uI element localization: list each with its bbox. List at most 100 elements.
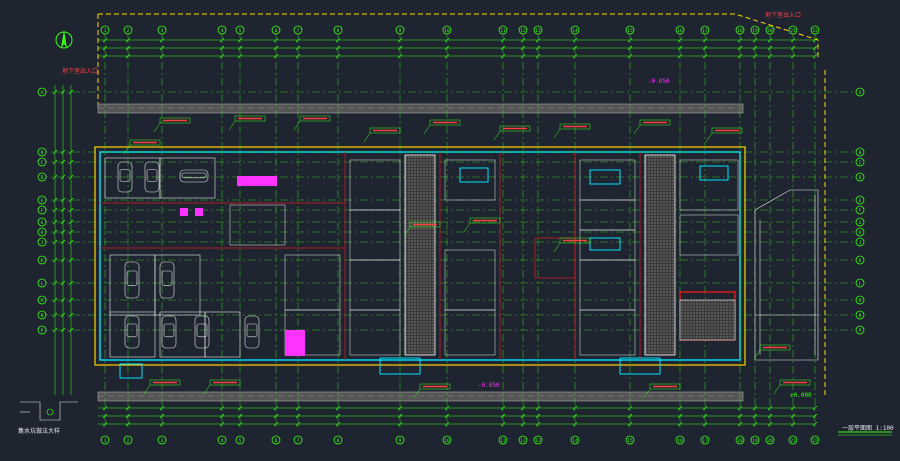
column-axis-bubble: 5: [235, 25, 245, 35]
column-axis-bubble: 9: [395, 435, 405, 445]
row-axis-bubble: D: [855, 172, 865, 182]
svg-text:14: 14: [572, 28, 578, 34]
svg-text:F: F: [859, 208, 862, 214]
row-axis-bubble: A: [855, 87, 865, 97]
column-axis-bubble: 2: [123, 435, 133, 445]
svg-text:3: 3: [161, 28, 164, 34]
svg-text:P: P: [41, 328, 44, 334]
annotation-tag: [705, 127, 743, 143]
annotation-tag: [643, 383, 681, 399]
column-axis-bubble: 21: [788, 435, 798, 445]
svg-text:17: 17: [702, 28, 708, 34]
column-axis-bubble: 3: [157, 435, 167, 445]
svg-text:C: C: [41, 160, 44, 166]
annotation-tag: [423, 119, 461, 135]
svg-text:15: 15: [627, 438, 633, 444]
car-icon: [117, 161, 133, 193]
svg-text:1: 1: [104, 28, 107, 34]
column-axis-bubble: 15: [625, 25, 635, 35]
svg-text:10: 10: [444, 438, 450, 444]
svg-text:20: 20: [767, 438, 773, 444]
svg-text:7: 7: [297, 438, 300, 444]
svg-text:18: 18: [737, 28, 743, 34]
row-axis-bubble: J: [37, 237, 47, 247]
row-axis-bubble: C: [855, 157, 865, 167]
column-axis-bubble: 16: [675, 435, 685, 445]
svg-text:22: 22: [812, 438, 818, 444]
row-axis-bubble: F: [37, 205, 47, 215]
row-axis-bubble: E: [855, 195, 865, 205]
svg-text:6: 6: [275, 28, 278, 34]
svg-text:17: 17: [702, 438, 708, 444]
row-axis-bubble: H: [855, 227, 865, 237]
column-axis-bubble: 19: [750, 25, 760, 35]
svg-text:12: 12: [520, 438, 526, 444]
right-level-mark: ±0.000: [790, 392, 812, 399]
svg-text:2: 2: [127, 438, 130, 444]
annotation-tag: [203, 379, 241, 395]
bottom-level-mark: -0.050: [478, 382, 500, 389]
column-axis-bubble: 18: [735, 435, 745, 445]
svg-text:11: 11: [500, 28, 506, 34]
svg-text:4: 4: [221, 438, 224, 444]
svg-text:21: 21: [790, 28, 796, 34]
svg-text:H: H: [859, 230, 862, 236]
north-arrow-icon: [55, 30, 73, 49]
svg-text:M: M: [41, 298, 44, 304]
row-axis-bubble: A: [37, 87, 47, 97]
svg-text:L: L: [41, 281, 44, 287]
svg-text:15: 15: [627, 28, 633, 34]
column-axis-bubble: 21: [788, 25, 798, 35]
annotation-tag: [228, 115, 266, 131]
detail-title: 集水坑做法大样: [18, 428, 61, 435]
svg-text:J: J: [41, 240, 44, 246]
annotation-tag: [293, 115, 331, 131]
title-block: 一层平面图 1:100: [842, 425, 894, 432]
column-axis-bubble: 22: [810, 25, 820, 35]
car-icon: [124, 261, 140, 299]
svg-text:9: 9: [399, 438, 402, 444]
row-axis-bubble: P: [37, 325, 47, 335]
annotation-tag: [553, 237, 591, 253]
column-axis-bubble: 17: [700, 435, 710, 445]
left-note: 地下室出入口: [62, 68, 99, 75]
column-axis-bubble: 14: [570, 435, 580, 445]
ramp-stair-right: [754, 189, 819, 361]
column-axis-bubble: 4: [217, 25, 227, 35]
column-axis-bubble: 5: [235, 435, 245, 445]
svg-text:B: B: [41, 150, 44, 156]
top-level-mark: -0.050: [648, 78, 670, 85]
column-axis-bubble: 13: [533, 25, 543, 35]
annotation-tag: [633, 119, 671, 135]
row-axis-bubble: P: [855, 325, 865, 335]
svg-text:22: 22: [812, 28, 818, 34]
car-icon: [244, 315, 260, 349]
annotation-tag: [413, 383, 451, 399]
row-axis-bubble: L: [37, 278, 47, 288]
svg-text:K: K: [41, 258, 44, 264]
annotation-tag: [463, 217, 501, 233]
row-axis-bubble: G: [855, 217, 865, 227]
svg-text:N: N: [859, 313, 862, 319]
svg-text:5: 5: [239, 28, 242, 34]
svg-text:10: 10: [444, 28, 450, 34]
svg-text:7: 7: [297, 28, 300, 34]
svg-text:19: 19: [752, 28, 758, 34]
column-axis-bubble: 20: [765, 435, 775, 445]
svg-text:11: 11: [500, 438, 506, 444]
row-axis-bubble: K: [855, 255, 865, 265]
column-axis-bubble: 12: [518, 25, 528, 35]
column-axis-bubble: 19: [750, 435, 760, 445]
site-boundary: [97, 13, 819, 108]
column-axis-bubble: 8: [333, 25, 343, 35]
svg-text:D: D: [41, 175, 44, 181]
column-axis-bubble: 13: [533, 435, 543, 445]
column-axis-bubble: 7: [293, 435, 303, 445]
svg-text:F: F: [41, 208, 44, 214]
svg-text:6: 6: [275, 438, 278, 444]
column-axis-bubble: 7: [293, 25, 303, 35]
row-axis-bubble: D: [37, 172, 47, 182]
svg-text:P: P: [859, 328, 862, 334]
column-axis-bubble: 1: [100, 25, 110, 35]
